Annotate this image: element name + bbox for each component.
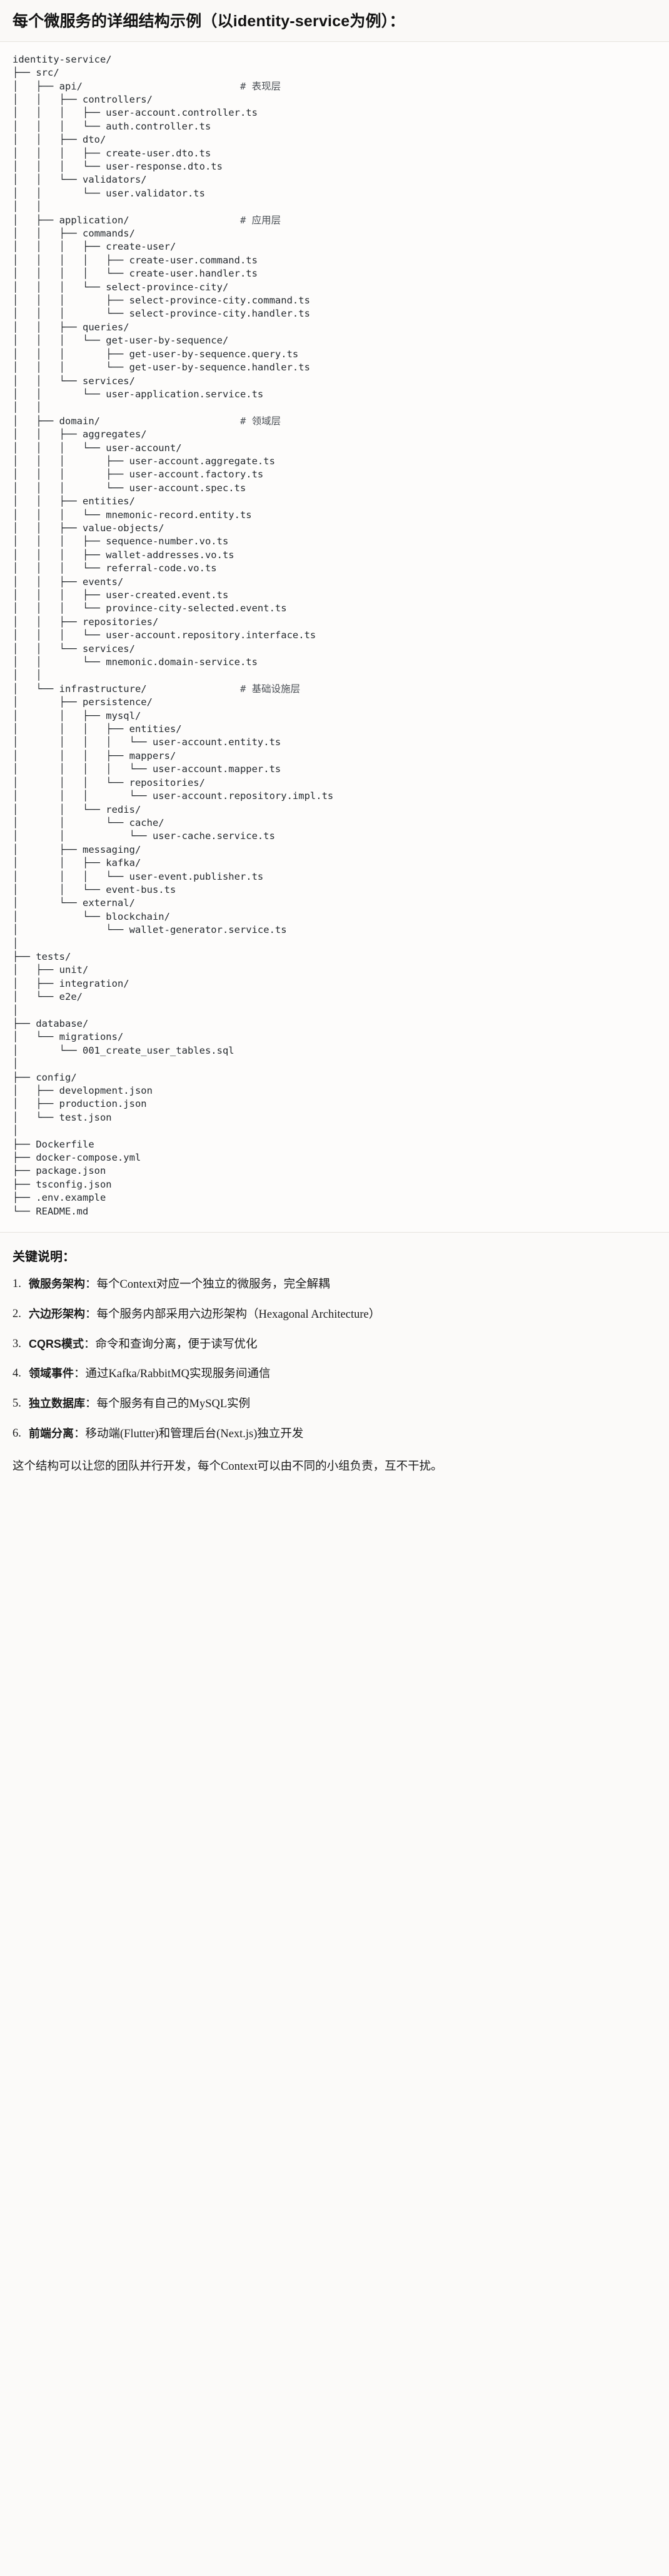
tree-divider xyxy=(0,1232,669,1233)
key-notes-title: 关键说明： xyxy=(13,1250,75,1265)
tree-comment: # 基础设施层 xyxy=(239,683,301,695)
key-note-description: 通过Kafka/RabbitMQ实现服务间通信 xyxy=(85,1368,271,1381)
key-notes-list: 微服务架构：每个Context对应一个独立的微服务，完全解耦六边形架构：每个服务… xyxy=(13,1276,656,1443)
key-note-separator: ： xyxy=(74,1368,86,1381)
key-note-term: 独立数据库 xyxy=(29,1397,85,1410)
heading-divider xyxy=(0,41,669,42)
page-title: 每个微服务的详细结构示例（以identity-service为例）： xyxy=(0,0,669,41)
key-note-item: 独立数据库：每个服务有自己的MySQL实例 xyxy=(13,1395,656,1413)
key-note-term: 领域事件 xyxy=(29,1367,74,1380)
key-note-term: CQRS模式 xyxy=(29,1337,84,1350)
key-note-description: 每个服务有自己的MySQL实例 xyxy=(96,1398,251,1411)
key-note-separator: ： xyxy=(74,1427,86,1440)
key-note-description: 命令和查询分离，便于读写优化 xyxy=(95,1338,258,1351)
key-note-item: 前端分离：移动端(Flutter)和管理后台(Next.js)独立开发 xyxy=(13,1425,656,1443)
key-note-separator: ： xyxy=(85,1398,97,1411)
key-note-term: 微服务架构 xyxy=(29,1278,85,1291)
key-note-item: 六边形架构：每个服务内部采用六边形架构（Hexagonal Architectu… xyxy=(13,1306,656,1324)
key-note-description: 每个Context对应一个独立的微服务，完全解耦 xyxy=(96,1278,330,1291)
key-note-item: 微服务架构：每个Context对应一个独立的微服务，完全解耦 xyxy=(13,1276,656,1294)
tree-comment: # 领域层 xyxy=(239,415,281,427)
key-note-item: 领域事件：通过Kafka/RabbitMQ实现服务间通信 xyxy=(13,1365,656,1383)
key-note-description: 每个服务内部采用六边形架构（Hexagonal Architecture） xyxy=(96,1308,381,1321)
key-note-separator: ： xyxy=(85,1278,97,1291)
closing-paragraph: 这个结构可以让您的团队并行开发，每个Context可以由不同的小组负责，互不干扰… xyxy=(13,1460,443,1473)
tree-comment: # 应用层 xyxy=(239,214,281,226)
tree-comment: # 表现层 xyxy=(239,80,281,92)
key-notes-section: 关键说明： 微服务架构：每个Context对应一个独立的微服务，完全解耦六边形架… xyxy=(0,1246,669,1490)
key-note-description: 移动端(Flutter)和管理后台(Next.js)独立开发 xyxy=(85,1427,304,1440)
key-note-item: CQRS模式：命令和查询分离，便于读写优化 xyxy=(13,1336,656,1354)
directory-tree-block: identity-service/ ├── src/ │ ├── api/ # … xyxy=(0,41,669,1233)
key-note-term: 前端分离 xyxy=(29,1427,74,1440)
key-note-separator: ： xyxy=(84,1338,96,1351)
directory-tree: identity-service/ ├── src/ │ ├── api/ # … xyxy=(13,53,334,1217)
key-note-separator: ： xyxy=(85,1308,97,1321)
key-note-term: 六边形架构 xyxy=(29,1307,85,1320)
